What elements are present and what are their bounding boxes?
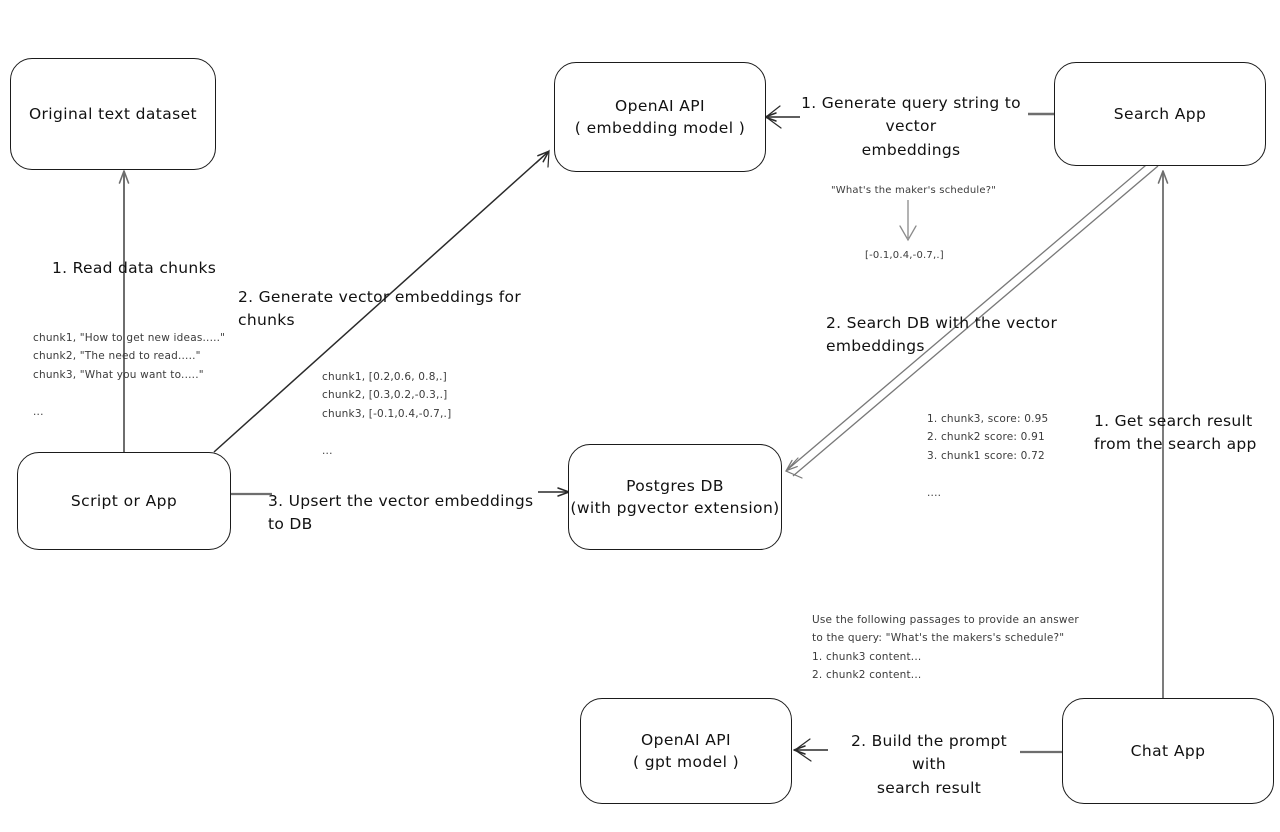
node-search-app[interactable]: Search App (1054, 62, 1266, 166)
edge-label-search-db: 2. Search DB with the vector embeddings (826, 314, 1058, 356)
node-sublabel: ( gpt model ) (632, 753, 740, 771)
edge-label-generate-query-string: 1. Generate query string to vector embed… (801, 94, 1021, 159)
node-label: Postgres DB (626, 476, 724, 495)
node-openai-gpt-model[interactable]: OpenAI API ( gpt model ) (580, 698, 792, 804)
note-embeddings-sample: chunk1, [0.2,0.6, 0.8,.] chunk2, [0.3,0.… (322, 371, 452, 457)
node-label: OpenAI API (640, 730, 732, 749)
note-search-results: 1. chunk3, score: 0.95 2. chunk2 score: … (927, 413, 1049, 499)
query-to-vector-arrow (899, 200, 917, 242)
note-query-vector: [-0.1,0.4,-0.7,.] (865, 250, 944, 261)
edge-label-upsert-to-db: 3. Upsert the vector embeddings to DB (268, 492, 534, 534)
node-label: Search App (1113, 104, 1207, 123)
edge-label-build-prompt: 2. Build the prompt with search result (851, 732, 1007, 797)
node-label: Chat App (1130, 741, 1206, 760)
node-label: Original text dataset (28, 104, 198, 123)
edge-label-generate-vector-embeddings: 2. Generate vector embeddings for chunks (238, 288, 521, 330)
node-original-text-dataset[interactable]: Original text dataset (10, 58, 216, 170)
node-chat-app[interactable]: Chat App (1062, 698, 1274, 804)
node-script-or-app[interactable]: Script or App (17, 452, 231, 550)
node-postgres-db[interactable]: Postgres DB (with pgvector extension) (568, 444, 782, 550)
note-prompt-sample: Use the following passages to provide an… (812, 614, 1079, 682)
node-sublabel: (with pgvector extension) (570, 499, 780, 517)
node-openai-embedding-model[interactable]: OpenAI API ( embedding model ) (554, 62, 766, 172)
note-chunks-sample: chunk1, "How to get new ideas....." chun… (33, 332, 226, 418)
edge-label-get-search-result: 1. Get search result from the search app (1094, 412, 1257, 454)
node-sublabel: ( embedding model ) (574, 119, 746, 137)
node-label: Script or App (70, 491, 178, 510)
edge-label-read-data-chunks: 1. Read data chunks (52, 259, 217, 277)
note-query-string: "What's the maker's schedule?" (831, 185, 997, 196)
node-label: OpenAI API (614, 96, 706, 115)
